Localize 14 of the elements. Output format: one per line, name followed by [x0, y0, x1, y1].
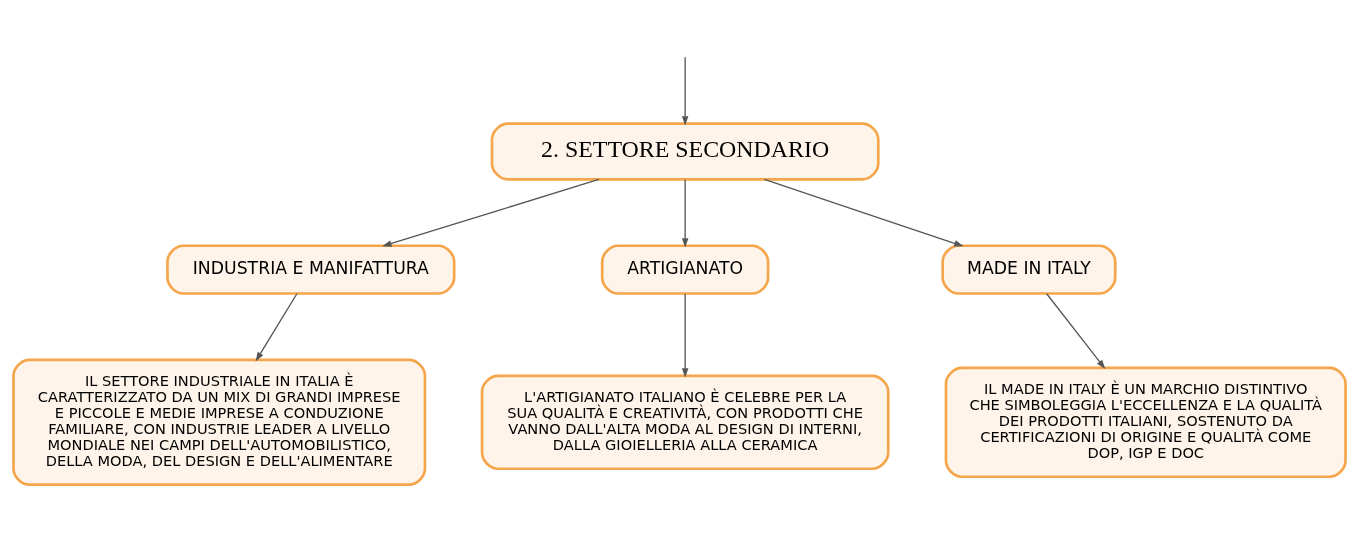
node-box: MADE IN ITALY: [941, 243, 1117, 295]
node-box: INDUSTRIA E MANIFATTURA: [166, 243, 456, 295]
arrow: [681, 56, 689, 126]
node-box: IL SETTORE INDUSTRIALE IN ITALIA È CARATTERIZZATO DA UN MIX DI GRANDI IMPRESE E PICCOLE E MEDIE IMPRESE A CONDUZIONE FAMILIARE, CON INDUSTRIE LEADER A LIVELLO MONDIALE NEI CAMPI DELL'AUTOMOBILISTICO, DELLA MODA, DEL DESIGN E DELL'ALIMENTARE: [12, 358, 427, 486]
node-box: 2. SETTORE SECONDARIO: [490, 121, 880, 181]
arrow: [255, 292, 298, 361]
arrow: [681, 178, 689, 248]
arrow: [681, 292, 689, 378]
arrow: [763, 178, 964, 246]
arrow: [1046, 292, 1106, 369]
node-box: L'ARTIGIANATO ITALIANO È CELEBRE PER LA SUA QUALITÀ E CREATIVITÀ, CON PRODOTTI CHE VANNO DALL'ALTA MODA AL DESIGN DI INTERNI, DALLA GIOIELLERIA ALLA CERAMICA: [480, 374, 890, 470]
node-box: ARTIGIANATO: [600, 243, 770, 295]
arrow: [382, 178, 600, 247]
node-box: IL MADE IN ITALY È UN MARCHIO DISTINTIVO CHE SIMBOLEGGIA L'ECCELLENZA E LA QUALITÀ DEI PRODOTTI ITALIANI, SOSTENUTO DA CERTIFICAZIONI DI ORIGINE E QUALITÀ COME DOP, IGP E DOC: [944, 366, 1347, 478]
